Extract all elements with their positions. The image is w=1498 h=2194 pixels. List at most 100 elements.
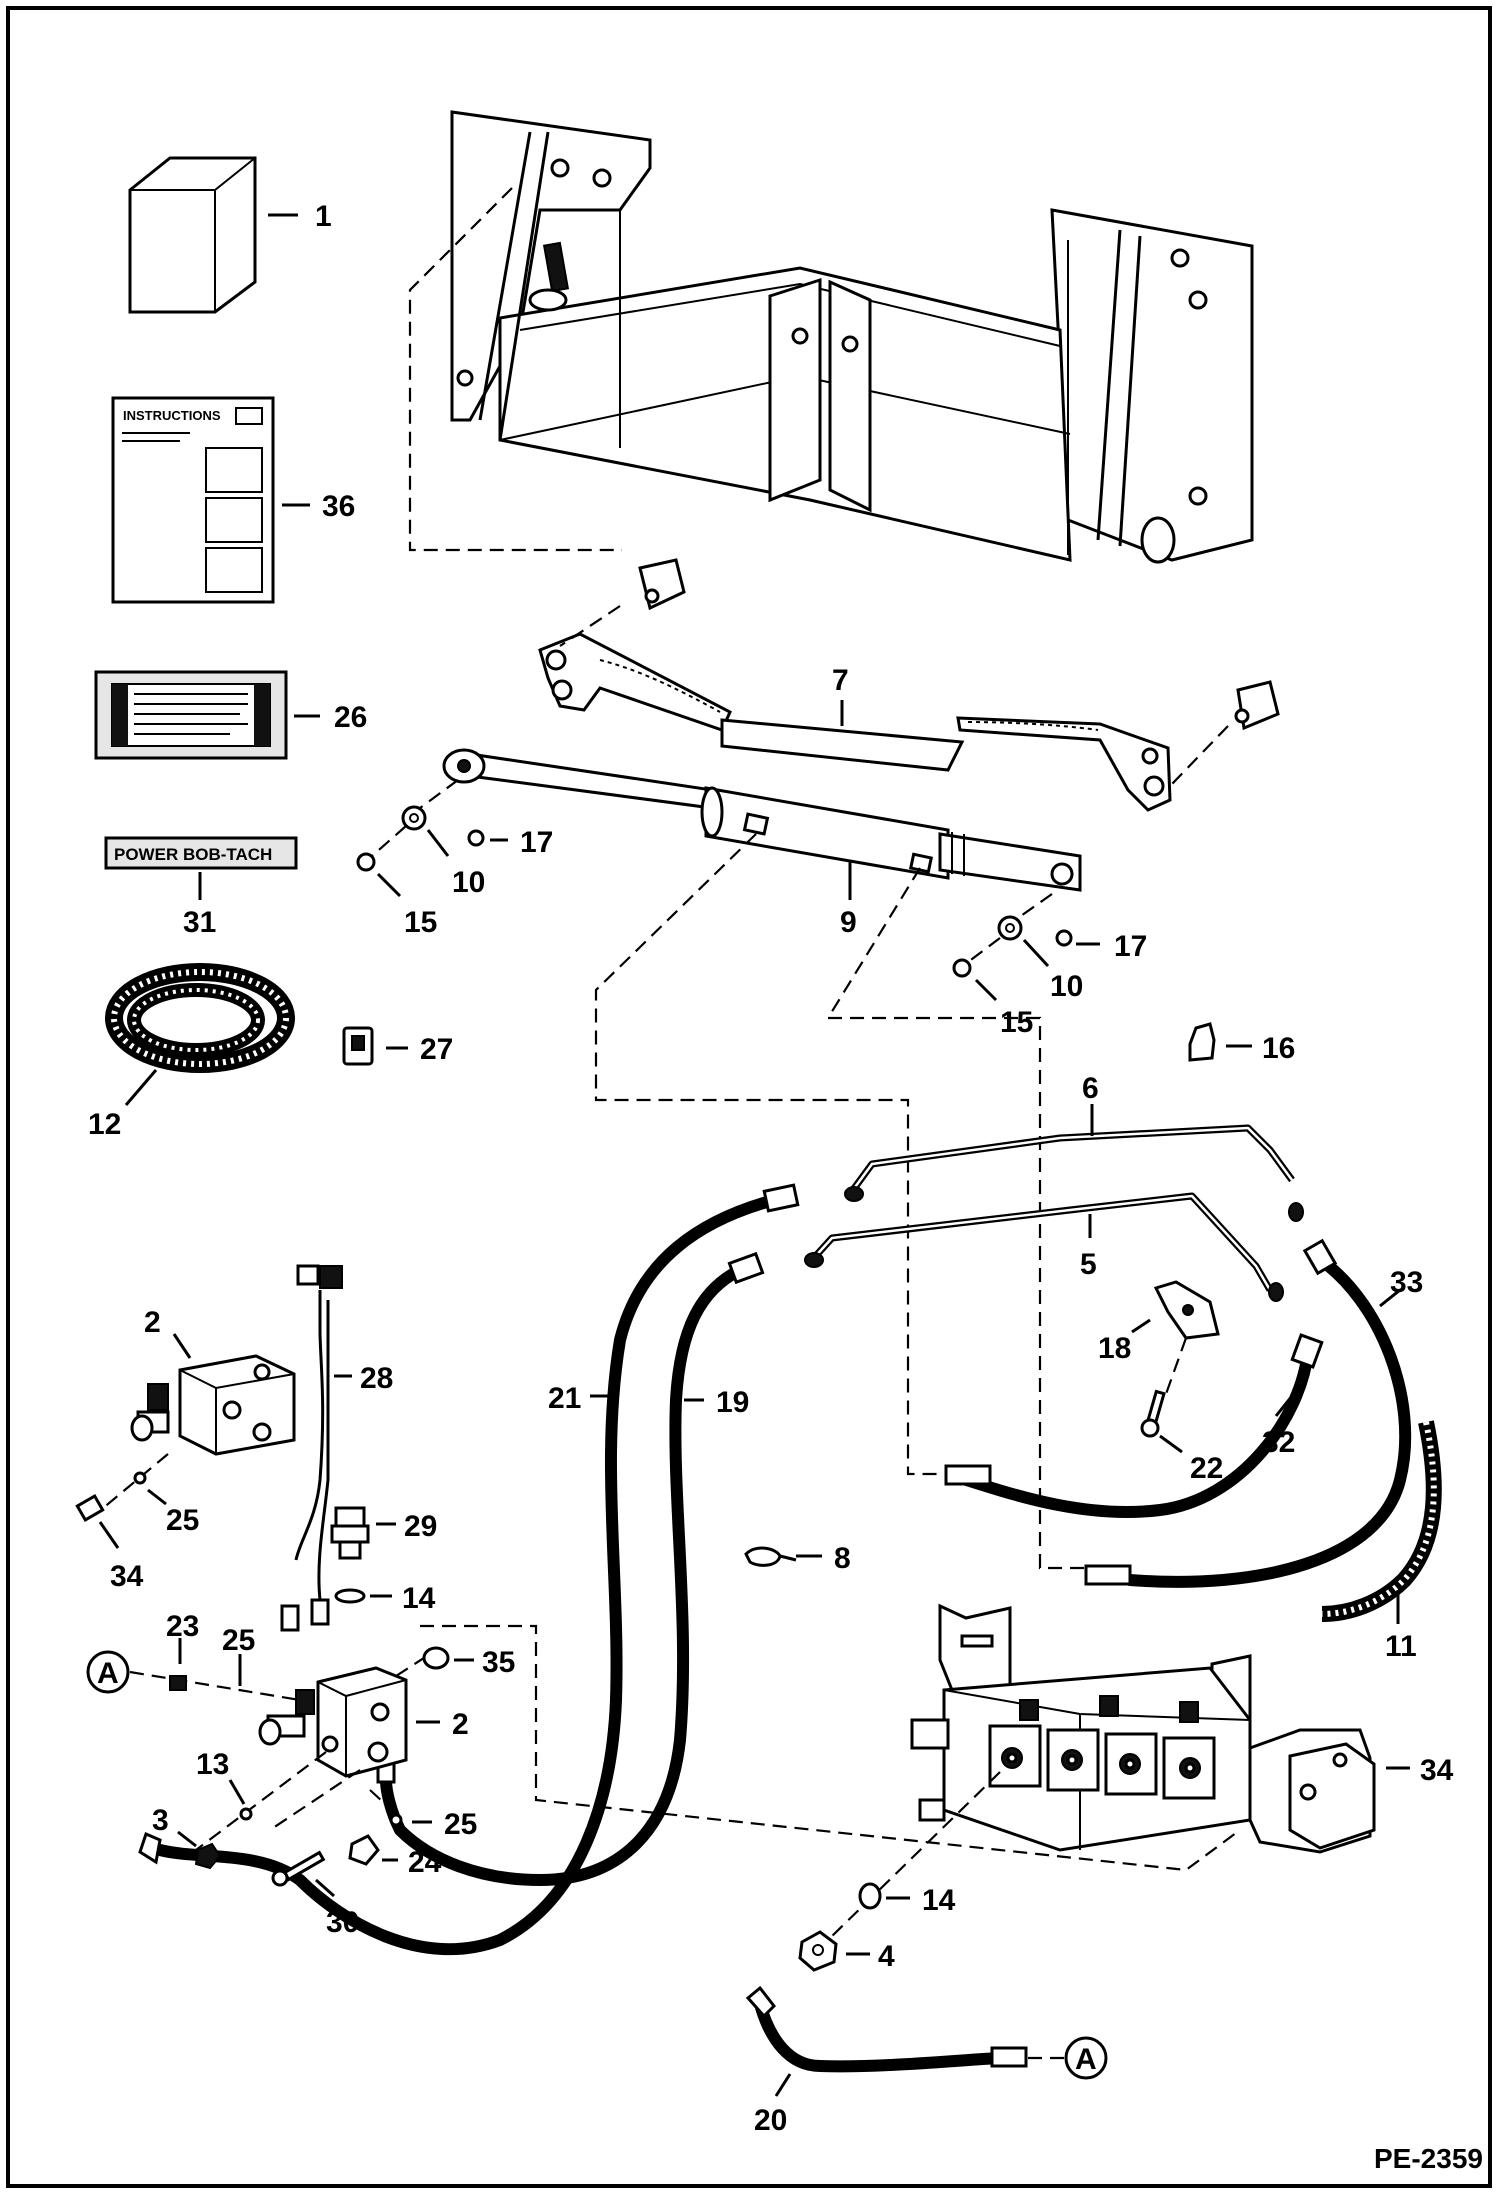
callout-18: 18 [1098, 1332, 1131, 1365]
right-link-plate [956, 716, 1172, 812]
callout-29: 29 [404, 1510, 437, 1543]
part-36-instruction-sheet: INSTRUCTIONS [111, 396, 275, 604]
connection-marker-a-left [86, 1650, 130, 1694]
callout-17-right: 17 [1114, 930, 1147, 963]
callout-14-lower: 14 [922, 1884, 956, 1917]
part-16-plug [1188, 1022, 1216, 1062]
drawing-code: PE-2359 [1374, 2143, 1483, 2174]
leader-frame-to-bracket [408, 187, 622, 552]
part-11-hose-wrap [1321, 1420, 1442, 1622]
callout-23: 23 [166, 1610, 199, 1643]
part-23-plug [169, 1675, 187, 1691]
part-8-cable-tie [744, 1546, 797, 1567]
callout-22: 22 [1190, 1452, 1223, 1485]
callout-25-middle: 25 [222, 1624, 255, 1657]
callout-14-upper: 14 [402, 1582, 436, 1615]
part-29-pressure-switch [330, 1506, 370, 1560]
callout-25-lower: 25 [444, 1808, 477, 1841]
callout-17-left: 17 [520, 826, 553, 859]
part-34-fitting-upper [75, 1494, 105, 1522]
bob-tach-frame [450, 110, 1254, 564]
part-33-hose [1084, 1238, 1412, 1588]
leader-bracket-left [559, 605, 621, 647]
part-28-wire-harness [280, 1264, 343, 1632]
part-1-box [128, 156, 257, 314]
callout-24: 24 [408, 1846, 442, 1879]
callout-7: 7 [832, 664, 849, 697]
part-26-decal [94, 670, 288, 760]
callout-11: 11 [1385, 1630, 1417, 1663]
callout-2-upper: 2 [144, 1306, 161, 1339]
right-hardware [952, 915, 1073, 978]
callout-34-lower: 34 [1420, 1754, 1454, 1787]
callout-15-left: 15 [404, 906, 437, 939]
part-32-hose [944, 1333, 1324, 1519]
callout-12: 12 [88, 1108, 121, 1141]
callout-6: 6 [1082, 1072, 1099, 1105]
part-21-hose [138, 1183, 800, 1956]
part-27-switch [342, 1026, 374, 1066]
part-9-hydraulic-cylinder [442, 748, 1082, 892]
part-12-coiled-hose [105, 963, 295, 1073]
callout-25-upper: 25 [166, 1504, 199, 1537]
part-13-o-ring [239, 1807, 253, 1821]
part-25-o-ring-upper [133, 1471, 147, 1485]
callout-34-upper: 34 [110, 1560, 144, 1593]
part-6-steel-tube [847, 1124, 1295, 1197]
part-2-valve-upper [130, 1354, 296, 1456]
part-25-o-ring-lower [389, 1813, 403, 1827]
callout-8: 8 [834, 1542, 851, 1575]
diagram-border [6, 6, 1492, 2188]
left-hardware [356, 805, 485, 872]
callout-1: 1 [315, 200, 332, 233]
leader-cylinder-port-1 [594, 833, 948, 1476]
callout-27: 27 [420, 1033, 453, 1066]
part-24-fitting [348, 1834, 380, 1866]
part-14-o-ring-upper [334, 1588, 366, 1604]
callout-15-right: 15 [1000, 1006, 1033, 1039]
callout-20: 20 [754, 2104, 787, 2137]
decal-text: POWER BOB-TACH [114, 845, 272, 864]
callout-9: 9 [840, 906, 857, 939]
leader-bracket-right [1171, 725, 1229, 785]
left-link-plate [538, 632, 732, 732]
part-22-bolt [1140, 1389, 1166, 1438]
leader-valve-to-pump [420, 1624, 1241, 1872]
callout-30: 30 [326, 1906, 359, 1939]
part-31-power-bob-tach-decal: POWER BOB-TACH [104, 836, 298, 870]
callout-28: 28 [360, 1362, 393, 1395]
callout-3: 3 [152, 1804, 169, 1837]
callout-33: 33 [1390, 1266, 1423, 1299]
callout-2-lower: 2 [452, 1708, 469, 1741]
part-4-fitting [798, 1930, 838, 1972]
callout-4: 4 [878, 1940, 895, 1973]
part-35-o-ring [422, 1646, 450, 1670]
callout-5: 5 [1080, 1248, 1097, 1281]
leader-pump-to-fitting [827, 1771, 1001, 1941]
connection-label-a-right: A [1075, 2043, 1097, 2076]
part-3-fitting [194, 1842, 222, 1870]
part-19-hose [376, 1251, 765, 1887]
callout-35: 35 [482, 1646, 515, 1679]
callout-19: 19 [716, 1386, 749, 1419]
part-14-o-ring-lower [858, 1882, 882, 1910]
callout-13: 13 [196, 1748, 229, 1781]
callout-32: 32 [1262, 1426, 1295, 1459]
part-5-steel-tube [809, 1192, 1274, 1292]
callout-21: 21 [548, 1382, 581, 1415]
part-2-valve-lower [258, 1666, 408, 1778]
connection-marker-a-right [1064, 2036, 1108, 2080]
latch-bracket-right [1234, 680, 1280, 731]
hydrostatic-pump-assembly [910, 1603, 1376, 1854]
part-30-bolt [271, 1850, 326, 1887]
callout-36: 36 [322, 490, 355, 523]
callout-10-left: 10 [452, 866, 485, 899]
callout-16: 16 [1262, 1032, 1295, 1065]
callout-10-right: 10 [1050, 970, 1083, 1003]
leader-cylinder-port-2 [826, 867, 1086, 1570]
connection-label-a-left: A [97, 1657, 119, 1690]
part-20-hose [745, 1985, 1028, 2073]
callout-26: 26 [334, 701, 367, 734]
